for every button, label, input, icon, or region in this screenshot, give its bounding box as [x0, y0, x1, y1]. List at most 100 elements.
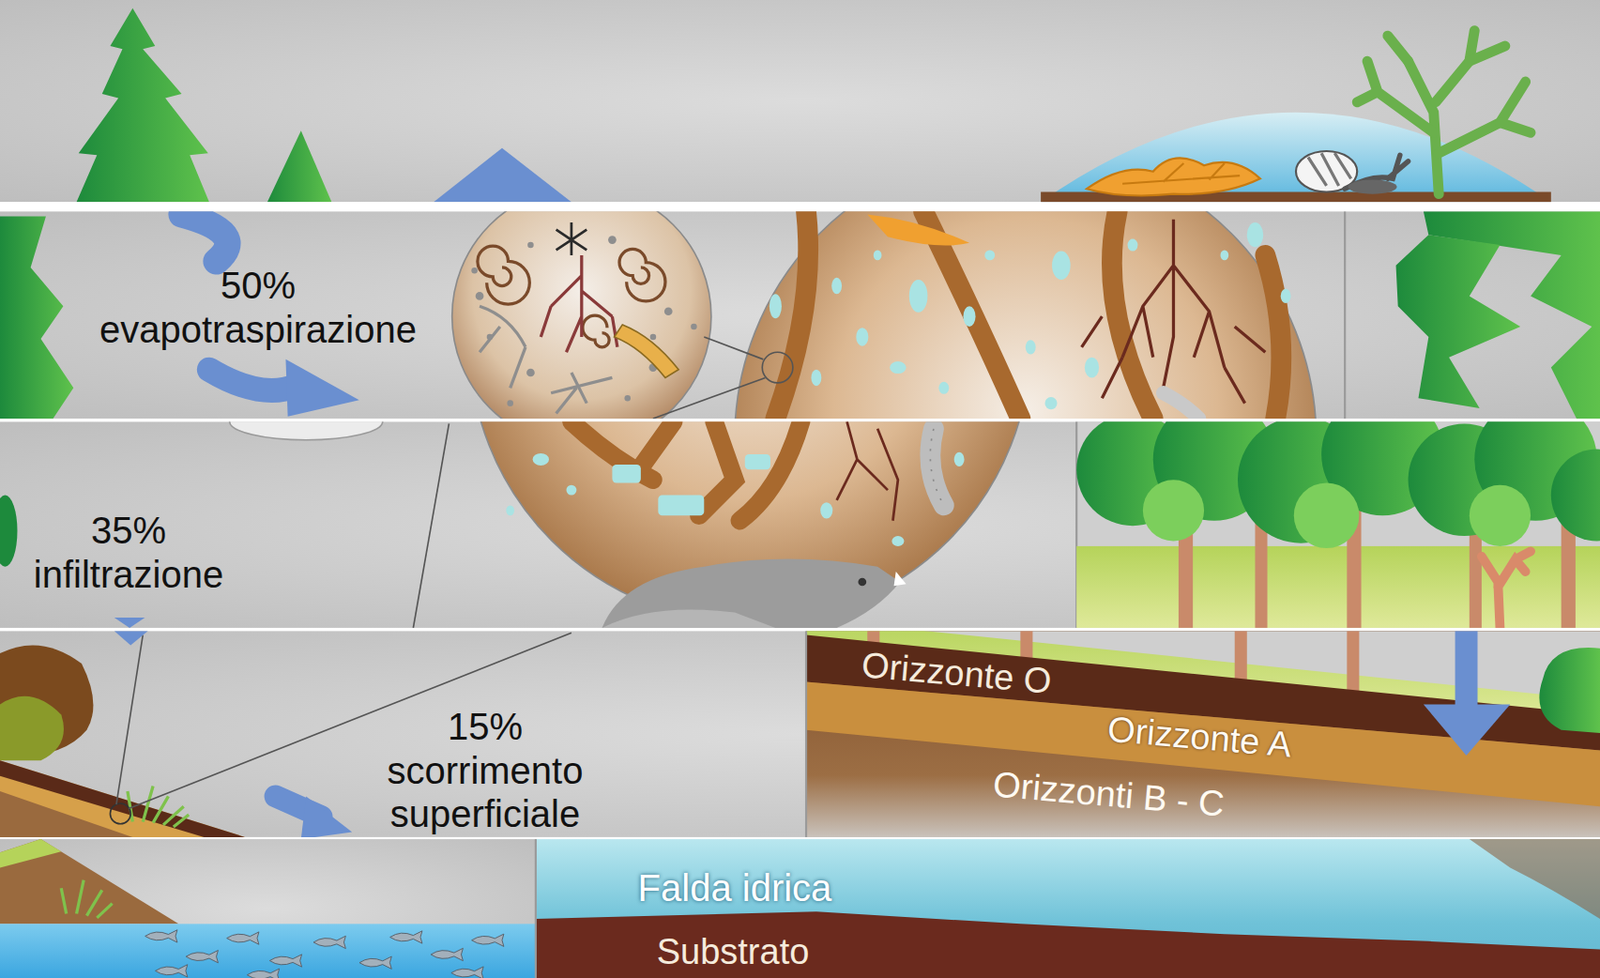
strip-soil-zoom-part	[452, 211, 712, 419]
strip-soil-profile-part	[1076, 546, 1600, 628]
strip-horizons-part	[127, 786, 189, 828]
strip-soil-profile-part	[929, 428, 944, 506]
strip-soil-zoom-part-part	[527, 242, 534, 249]
strip-soil-zoom-part-part	[855, 327, 869, 347]
strip-soil-zoom-part-part	[1280, 289, 1292, 304]
strip-soil-zoom-part	[775, 211, 1281, 419]
strip-forest-top-part	[433, 148, 572, 203]
strip-water-table-part	[60, 880, 112, 918]
strip-water-table-part	[0, 838, 179, 924]
strip-horizons-part	[0, 696, 64, 762]
strip-water-table-part-part	[359, 956, 392, 969]
strip-soil-zoom-part-part	[650, 334, 657, 341]
strip-water-table-part	[535, 911, 1600, 978]
strip-soil-profile-part	[602, 609, 777, 628]
strip-horizons-part	[805, 630, 808, 838]
strip-soil-zoom-part	[471, 235, 697, 407]
strip-soil-profile-part	[837, 421, 899, 521]
strip-horizons-part	[1539, 647, 1600, 733]
strip-soil-zoom-part-part	[1101, 219, 1245, 404]
strip-soil-zoom-part-part	[550, 372, 612, 414]
strip-water-table-part-part	[246, 968, 279, 978]
horizon-label: Orizzonte O	[859, 643, 1053, 702]
strip-soil-zoom-part-part	[526, 368, 535, 378]
strip-soil-zoom-part	[1081, 219, 1266, 404]
strip-water-table-part	[0, 838, 61, 868]
strip-forest-top-part	[76, 8, 210, 203]
strip-soil-zoom-part	[614, 324, 680, 379]
strip-soil-profile-part-part	[1469, 485, 1531, 547]
strip-soil-zoom-part-part	[556, 222, 588, 256]
strip-water-table-part	[535, 838, 1600, 978]
strip-soil-zoom-part-part	[1219, 249, 1229, 260]
strip-soil-zoom-part	[1396, 234, 1522, 409]
strip-soil-zoom-part-part	[664, 306, 673, 316]
strip-water-table-part	[145, 929, 504, 978]
strip-forest-top-part	[0, 0, 1600, 202]
strip-horizons-part	[1423, 704, 1510, 756]
strip-soil-zoom-part	[0, 216, 74, 419]
strip-water-table-part	[0, 838, 536, 978]
strip-soil-zoom-part-part	[909, 279, 929, 313]
strip-forest-top-part	[1040, 112, 1552, 203]
strip-soil-profile-part	[857, 578, 867, 587]
strip-soil-zoom	[0, 211, 1600, 419]
strip-soil-zoom-part-part	[608, 235, 617, 244]
strip-soil-zoom-part-part	[1025, 339, 1037, 354]
strip-soil-profile-part	[894, 571, 907, 586]
strip-forest-top-part	[1086, 157, 1261, 196]
strip-soil-zoom-part-part	[477, 245, 530, 305]
horizon-label: Orizzonti B - C	[991, 762, 1227, 825]
strip-soil-zoom-part-part	[582, 315, 610, 348]
strip-soil-profile-part	[1481, 550, 1531, 628]
strip-soil-profile-part	[1142, 479, 1531, 549]
strip-soil-zoom-part	[1163, 393, 1200, 419]
strip-soil-profile-part-part	[533, 453, 549, 466]
strip-water-table-part-part	[60, 880, 112, 918]
strip-forest-top-part	[267, 130, 333, 202]
strip-soil-profile-part-part	[657, 495, 704, 517]
strip-soil-zoom-part-part	[831, 277, 842, 294]
strip-soil-zoom-part	[734, 211, 1317, 419]
strip-forest-top-part-part	[1469, 45, 1506, 61]
strip-water-table-part-part	[472, 933, 504, 946]
strip-water-table-part-part	[430, 947, 463, 960]
strip-soil-profile	[0, 421, 1600, 628]
strip-soil-zoom-part-part	[624, 395, 631, 402]
strip-soil-zoom-part-part	[1044, 396, 1057, 410]
layer-label: Falda idrica	[638, 866, 833, 911]
strip-soil-zoom-part-part	[1084, 357, 1099, 379]
strip-soil-zoom-part-part	[1247, 222, 1264, 247]
strip-soil-zoom-part	[703, 336, 763, 360]
strip-soil-profile-part	[114, 617, 146, 628]
strip-soil-profile-part	[505, 452, 964, 547]
strip-horizons-part	[109, 803, 131, 824]
strip-soil-profile-part	[229, 421, 383, 441]
strip-soil-zoom-part-part	[873, 249, 883, 260]
strip-soil-profile-part	[571, 421, 802, 521]
layer-label: Substrato	[656, 930, 810, 973]
strip-horizons-part	[301, 795, 352, 838]
strip-soil-profile-part-part	[642, 421, 674, 465]
horizon-label: Orizzonte A	[1105, 707, 1294, 765]
strip-water-table-part-part	[313, 935, 346, 948]
strip-forest-top-part	[1122, 163, 1240, 184]
strip-soil-profile-part-part	[505, 504, 515, 516]
strip-soil-profile-part-part	[1294, 482, 1360, 549]
strip-soil-profile-part	[602, 559, 901, 628]
strip-water-table-part	[1469, 838, 1600, 919]
strip-horizons-part-part	[1346, 630, 1359, 694]
strip-soil-zoom-part	[540, 255, 618, 352]
strip-soil-zoom-part	[769, 222, 1292, 410]
strip-soil-zoom-part	[556, 222, 588, 256]
strip-forest-top-part-part	[1435, 30, 1475, 103]
strip-soil-zoom-part-part	[984, 249, 995, 260]
flow-percentage: 50% evapotraspirazione	[79, 263, 437, 352]
strip-forest-top-part-part	[1387, 35, 1409, 61]
strip-water-table-part	[534, 838, 537, 978]
strip-soil-profile-part-part	[739, 421, 801, 521]
strip-soil-profile-part	[412, 423, 449, 628]
strip-soil-zoom-part-part	[769, 293, 782, 319]
strip-soil-zoom-part-part	[962, 305, 976, 327]
